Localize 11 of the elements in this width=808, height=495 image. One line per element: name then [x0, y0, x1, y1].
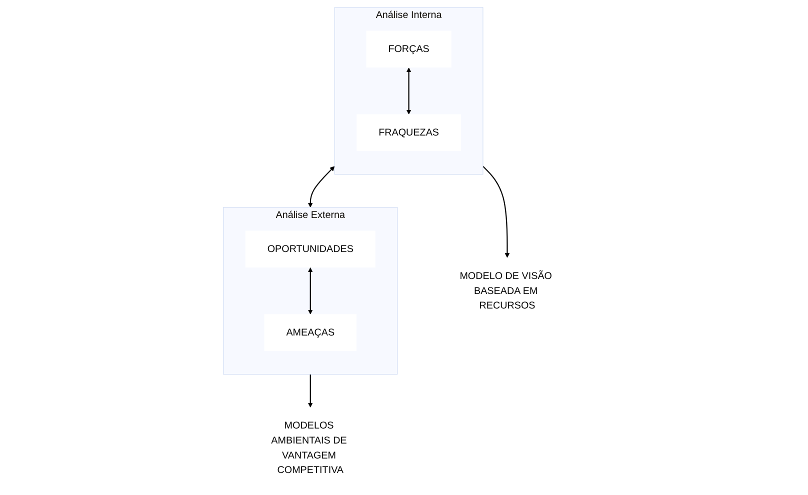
node-text: MODELOS AMBIENTAIS DE VANTAGEM COMPETITIVA — [271, 419, 348, 475]
arrow — [482, 165, 510, 258]
node-box: OPORTUNIDADES — [246, 230, 376, 267]
arrow — [308, 267, 314, 314]
arrow — [308, 374, 314, 407]
node-box: FORÇAS — [366, 30, 452, 68]
arrow — [406, 67, 412, 114]
node-box: FRAQUEZAS — [356, 114, 462, 151]
node-box: AMEAÇAS — [264, 314, 357, 350]
node-text: MODELO DE VISÃO BASEADA EM RECURSOS — [460, 270, 552, 310]
arrow — [308, 166, 335, 208]
